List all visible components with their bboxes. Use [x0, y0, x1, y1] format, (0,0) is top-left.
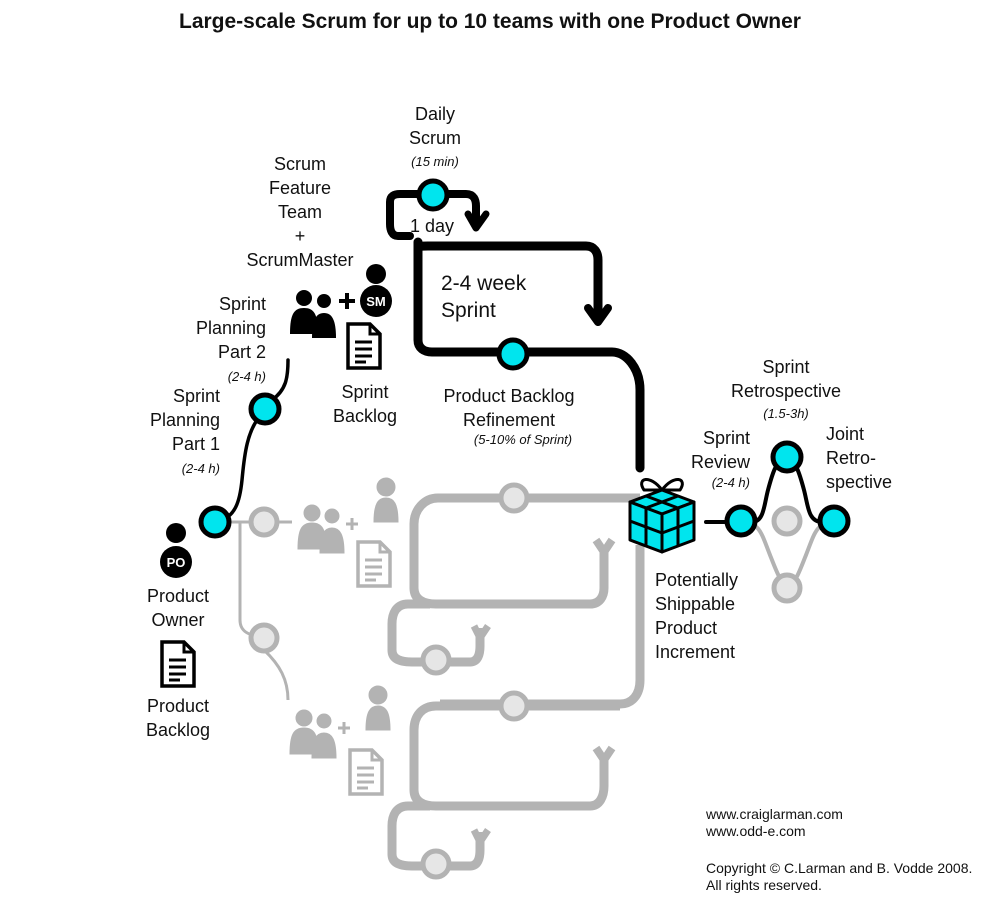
inactive-team-icons [289, 477, 399, 796]
gift-icon [628, 478, 696, 554]
product-backlog-document-icon [160, 640, 196, 688]
one-day-label: 1 day [410, 216, 455, 236]
sprint-planning-1-label: Sprint Planning Part 1 [149, 386, 220, 454]
review-label: Sprint Review [690, 428, 750, 472]
product-owner-icon [160, 523, 192, 578]
product-owner-label: Product Owner [146, 586, 210, 630]
daily-scrum-label: Daily Scrum [408, 104, 461, 148]
sprint-length-label: 2-4 week Sprint [441, 272, 527, 322]
refinement-time: (5-10% of Sprint) [473, 432, 573, 447]
sprint-planning-2-time: (2-4 h) [227, 369, 266, 384]
review-time: (2-4 h) [711, 475, 750, 490]
url-craiglarman: www.craiglarman.com [706, 806, 843, 822]
page-title: Large-scale Scrum for up to 10 teams wit… [179, 10, 801, 33]
copyright: Copyright © C.Larman and B. Vodde 2008. … [706, 860, 973, 893]
sprint-planning-2-label: Sprint Planning Part 2 [195, 294, 266, 362]
retrospective-time: (1.5-3h) [763, 406, 809, 421]
sprint-planning-1-time: (2-4 h) [181, 461, 220, 476]
refinement-label: Product Backlog Refinement [443, 386, 575, 430]
url-odd-e: www.odd-e.com [706, 823, 806, 839]
people-icon [290, 290, 336, 338]
retrospective-label: Sprint Retrospective [730, 357, 842, 401]
joint-retro-label: Joint Retro- spective [826, 424, 893, 492]
active-nodes [198, 178, 851, 539]
team-label: Scrum Feature Team + ScrumMaster [246, 154, 354, 270]
plus-icon [339, 293, 355, 309]
sprint-backlog-label: Sprint Backlog [332, 382, 398, 426]
scrummaster-icon [360, 264, 392, 317]
active-team-flow [214, 190, 824, 524]
document-icon [346, 322, 382, 370]
po-badge: PO [167, 555, 186, 570]
increment-label: Potentially Shippable Product Increment [655, 570, 739, 662]
product-backlog-label: Product Backlog [145, 696, 211, 740]
inactive-nodes [248, 482, 803, 880]
daily-scrum-time: (15 min) [411, 154, 459, 169]
sm-badge: SM [366, 294, 386, 309]
